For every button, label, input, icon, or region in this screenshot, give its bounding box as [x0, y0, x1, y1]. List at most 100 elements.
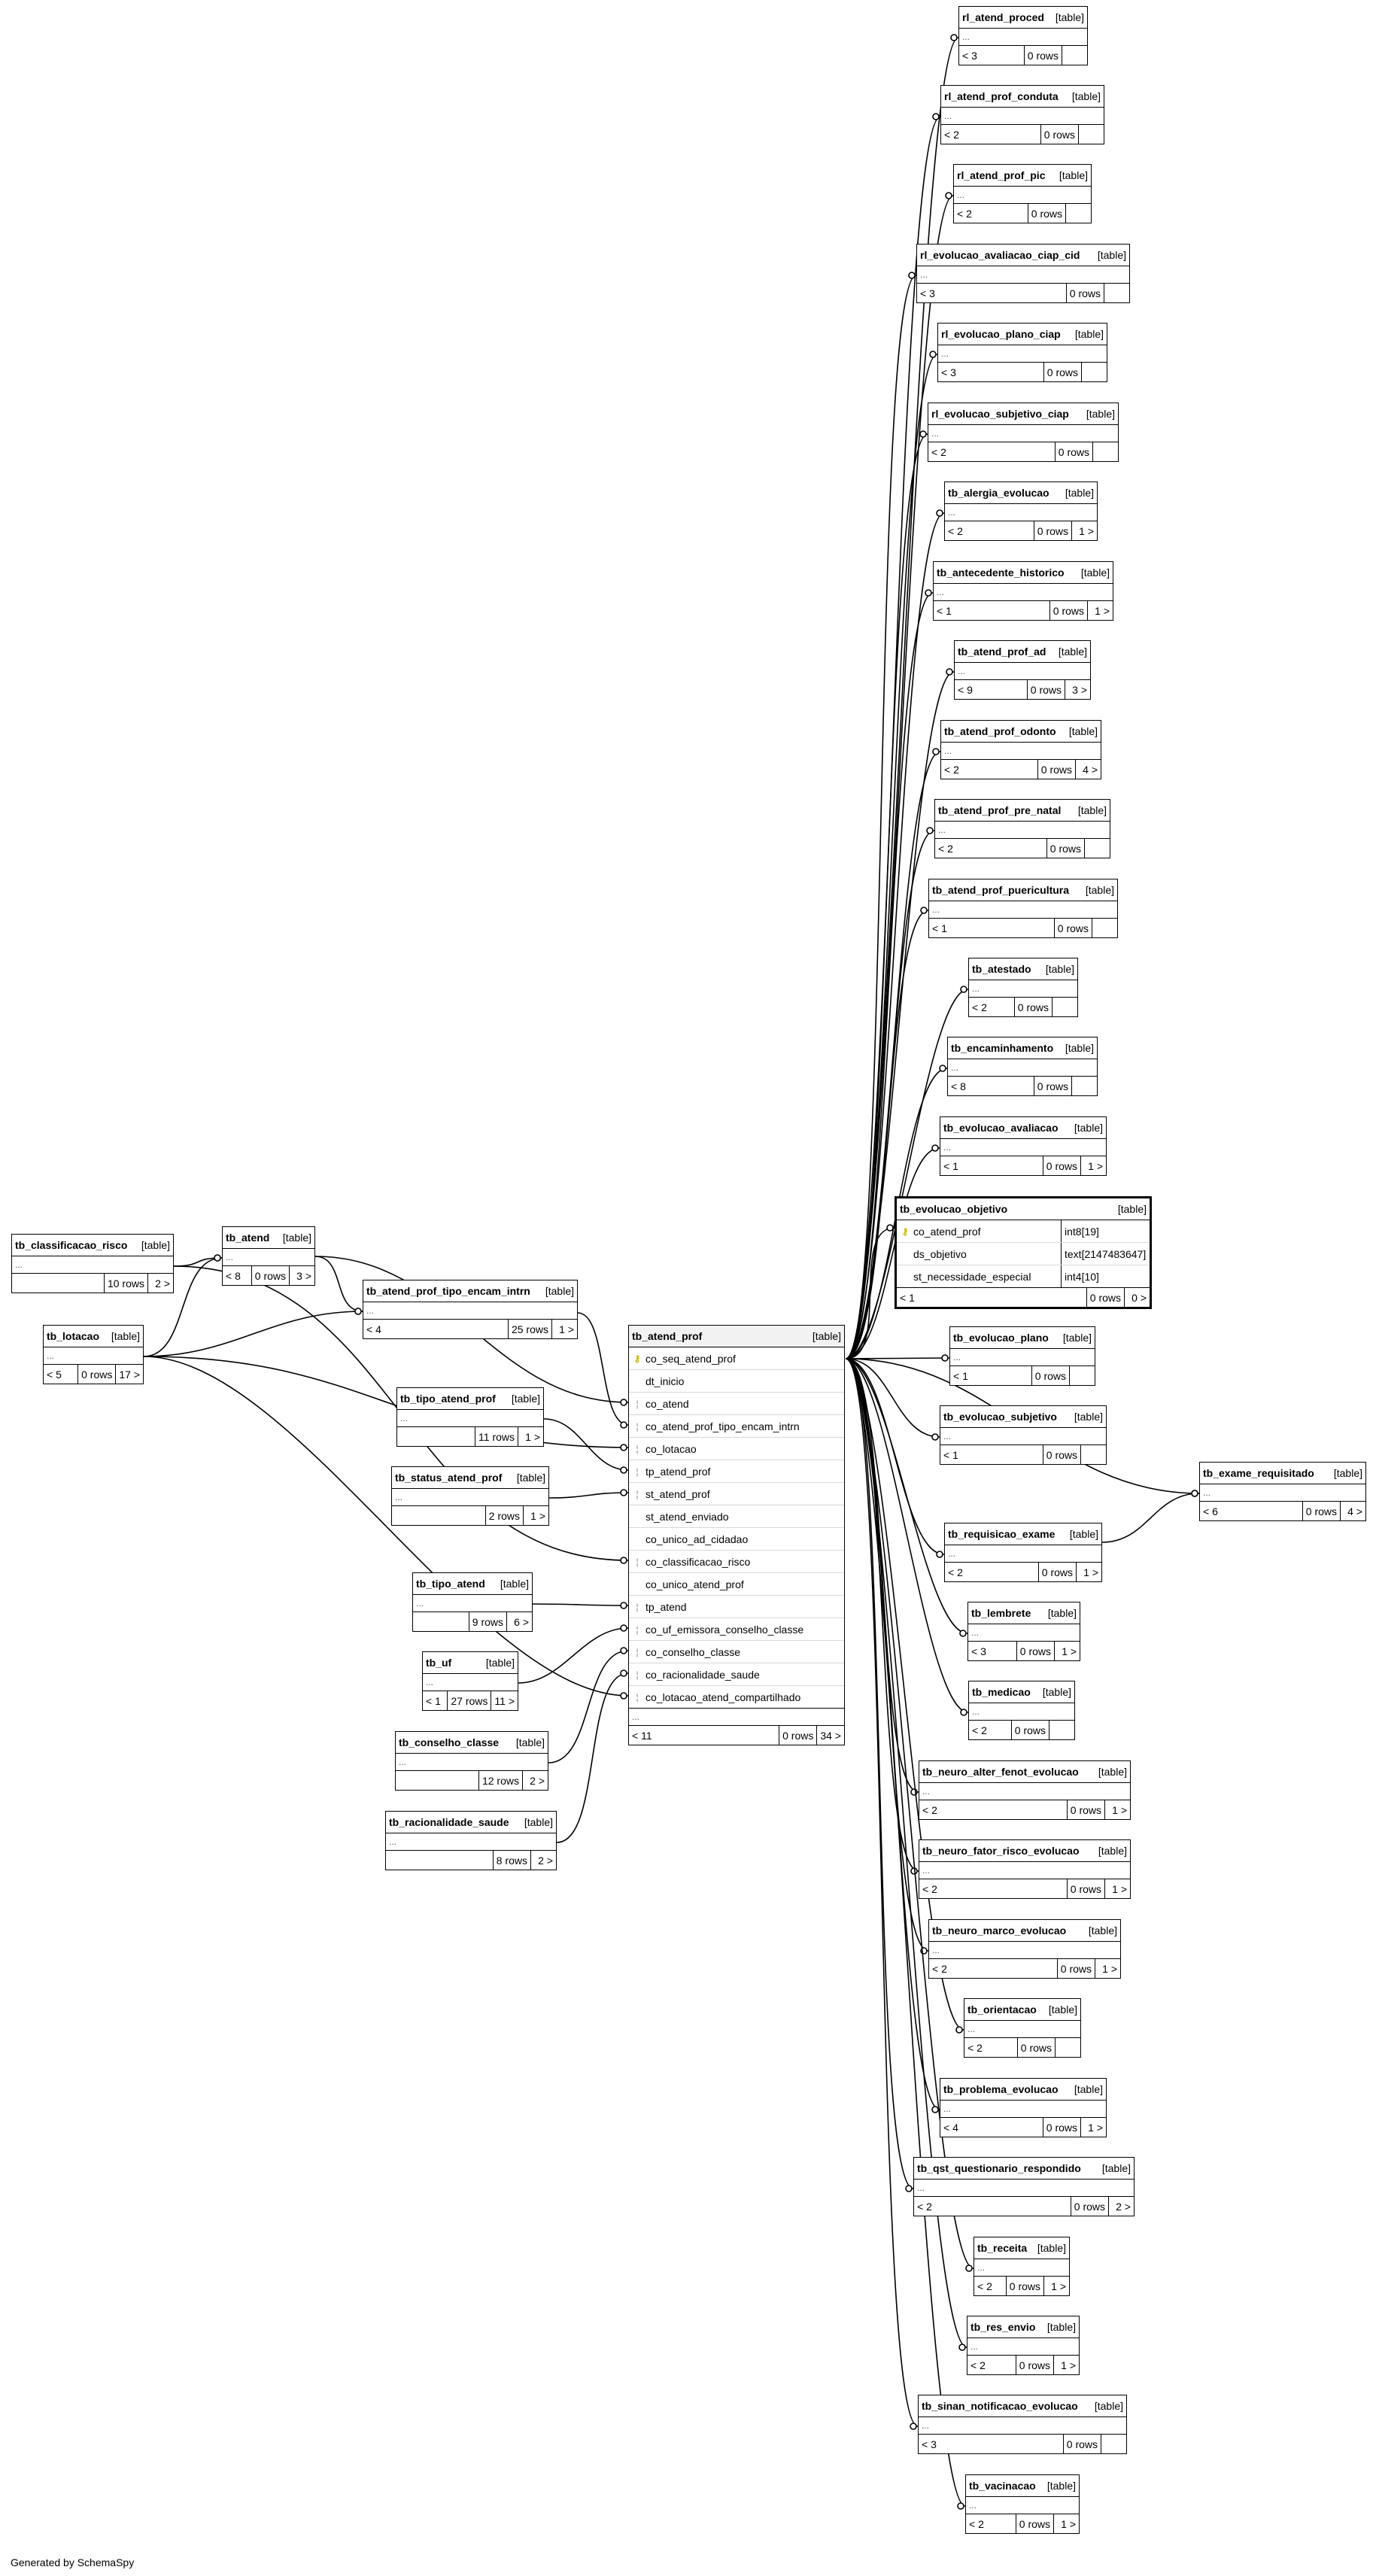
- parent-count[interactable]: < 1: [900, 1291, 915, 1304]
- column-row[interactable]: dt_inicio: [629, 1370, 844, 1393]
- column-row[interactable]: ¦co_lotacao: [629, 1438, 844, 1460]
- child-count[interactable]: 1 >: [1053, 2514, 1079, 2533]
- parent-count[interactable]: < 1: [943, 1159, 958, 1172]
- column-row[interactable]: ¦co_uf_emissora_conselho_classe: [629, 1618, 844, 1641]
- child-count[interactable]: 4 >: [1075, 760, 1101, 779]
- parent-count[interactable]: < 1: [426, 1694, 441, 1707]
- parent-count[interactable]: < 2: [948, 524, 963, 537]
- parent-count[interactable]: [392, 1506, 485, 1525]
- parent-count[interactable]: < 2: [972, 1001, 987, 1013]
- child-count[interactable]: [1104, 284, 1129, 302]
- parent-count[interactable]: < 2: [944, 128, 959, 141]
- child-count[interactable]: [1071, 1077, 1097, 1095]
- column-row[interactable]: ¦co_conselho_classe: [629, 1641, 844, 1663]
- child-count[interactable]: [1084, 839, 1110, 858]
- child-count[interactable]: 1 >: [1053, 2356, 1079, 2374]
- child-count[interactable]: 1 >: [1095, 1959, 1120, 1978]
- column-row[interactable]: ¦tp_atend: [629, 1596, 844, 1618]
- parent-count[interactable]: < 2: [970, 2359, 986, 2371]
- column-row[interactable]: ¦st_atend_prof: [629, 1483, 844, 1505]
- child-count[interactable]: 1 >: [518, 1427, 543, 1446]
- parent-count[interactable]: [397, 1427, 475, 1446]
- child-count[interactable]: [1069, 1366, 1095, 1385]
- parent-count[interactable]: < 8: [951, 1080, 966, 1092]
- column-row[interactable]: co_unico_atend_prof: [629, 1573, 844, 1596]
- parent-count[interactable]: < 3: [920, 287, 935, 299]
- child-count[interactable]: 1 >: [1104, 1800, 1130, 1819]
- parent-count[interactable]: < 2: [944, 763, 959, 776]
- parent-count[interactable]: < 3: [962, 49, 977, 62]
- child-count[interactable]: [1049, 1721, 1074, 1739]
- child-count[interactable]: 0 >: [1124, 1288, 1150, 1307]
- child-count[interactable]: 17 >: [115, 1365, 143, 1384]
- child-count[interactable]: [1078, 125, 1104, 144]
- child-count[interactable]: 11 >: [491, 1691, 518, 1710]
- child-count[interactable]: [1092, 919, 1117, 937]
- child-count[interactable]: 1 >: [1076, 1563, 1101, 1581]
- child-count[interactable]: [1065, 204, 1091, 223]
- parent-count[interactable]: < 2: [917, 2200, 932, 2213]
- parent-count[interactable]: < 6: [1203, 1505, 1218, 1517]
- child-count[interactable]: 1 >: [1071, 521, 1097, 540]
- parent-count[interactable]: < 8: [226, 1269, 241, 1282]
- child-count[interactable]: 3 >: [289, 1266, 314, 1285]
- parent-count[interactable]: < 2: [938, 842, 953, 855]
- table-tb-atend-prof-tipo-encam-intrn[interactable]: tb_atend_prof_tipo_encam_intrn[table]...…: [363, 1280, 578, 1339]
- table-tb-atend-prof[interactable]: tb_atend_prof [table] ⚷co_seq_atend_prof…: [628, 1325, 845, 1745]
- parent-count[interactable]: < 4: [943, 2121, 958, 2134]
- child-count[interactable]: 2 >: [147, 1274, 173, 1293]
- child-count[interactable]: 1 >: [1104, 1879, 1130, 1898]
- column-row[interactable]: ¦co_lotacao_atend_compartilhado: [629, 1686, 844, 1709]
- parent-count[interactable]: [396, 1771, 478, 1790]
- parent-count[interactable]: < 1: [932, 922, 947, 934]
- child-count[interactable]: [1052, 998, 1077, 1016]
- parent-count[interactable]: [386, 1851, 493, 1870]
- column-row[interactable]: ¦co_classificacao_risco: [629, 1551, 844, 1573]
- child-count[interactable]: 1 >: [1043, 2277, 1069, 2295]
- child-count[interactable]: 2 >: [530, 1851, 556, 1870]
- parent-count[interactable]: < 1: [937, 604, 952, 617]
- table-tb-sinan-notificacao-evolucao[interactable]: tb_sinan_notificacao_evolucao[table]...<…: [918, 2395, 1127, 2454]
- child-count[interactable]: [1081, 363, 1107, 381]
- parent-count[interactable]: < 2: [922, 1803, 937, 1816]
- child-count[interactable]: 1 >: [551, 1320, 577, 1338]
- parent-count[interactable]: < 2: [932, 1962, 947, 1975]
- child-count[interactable]: 6 >: [506, 1612, 532, 1631]
- child-count[interactable]: 1 >: [1054, 1642, 1080, 1660]
- child-count[interactable]: [1092, 442, 1118, 461]
- column-row[interactable]: ⚷co_seq_atend_prof: [629, 1347, 844, 1370]
- parent-count[interactable]: < 9: [958, 683, 973, 696]
- child-count[interactable]: 2 >: [1108, 2197, 1134, 2216]
- child-count[interactable]: [1101, 2435, 1126, 2453]
- child-count[interactable]: 1 >: [1080, 2118, 1106, 2137]
- child-count[interactable]: [1062, 46, 1087, 65]
- parent-count[interactable]: < 11: [632, 1729, 652, 1742]
- parent-count[interactable]: < 3: [941, 366, 956, 378]
- child-count[interactable]: 1 >: [523, 1506, 548, 1525]
- parent-count[interactable]: < 4: [366, 1323, 381, 1335]
